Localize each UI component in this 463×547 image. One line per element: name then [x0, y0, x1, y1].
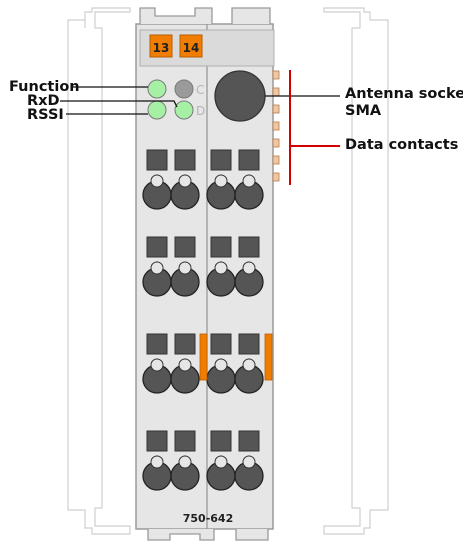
terminal-clamp-pair — [206, 236, 264, 297]
callout-function: Function — [9, 79, 80, 95]
led-c-indicator — [174, 79, 194, 99]
terminal-clamp-pair — [206, 149, 264, 210]
data-contacts-bracket — [289, 70, 340, 185]
led-c-label: C — [196, 83, 204, 97]
terminal-clamp-pair — [206, 333, 264, 394]
jumper-strips — [199, 333, 273, 381]
terminal-clamp-pair — [206, 430, 264, 491]
callout-data-contacts: Data contacts — [345, 137, 459, 153]
marker-label-13-text: 13 — [153, 41, 170, 55]
din-rail-bracket — [67, 7, 389, 535]
marker-label-13: 13 — [149, 34, 173, 58]
led-panel: C D — [147, 79, 205, 120]
terminal-blocks — [142, 149, 264, 491]
rxd-led — [174, 100, 194, 120]
led-d-label: D — [196, 104, 205, 118]
callout-antenna-line1: Antenna socket — [345, 86, 463, 102]
terminal-clamp-pair — [142, 333, 200, 394]
callout-rssi: RSSI — [27, 107, 64, 123]
callout-lines — [60, 86, 340, 115]
antenna-socket — [214, 70, 266, 122]
rssi-led — [147, 100, 167, 120]
part-number: 750-642 — [183, 512, 234, 525]
terminal-clamp-pair — [142, 149, 200, 210]
callout-rxd: RxD — [27, 93, 60, 109]
marker-label-14-text: 14 — [183, 41, 200, 55]
terminal-clamp-pair — [142, 236, 200, 297]
data-contacts — [272, 70, 280, 182]
callout-antenna-line2: SMA — [345, 103, 382, 119]
function-led — [147, 79, 167, 99]
terminal-clamp-pair — [142, 430, 200, 491]
marker-label-14: 14 — [179, 34, 203, 58]
